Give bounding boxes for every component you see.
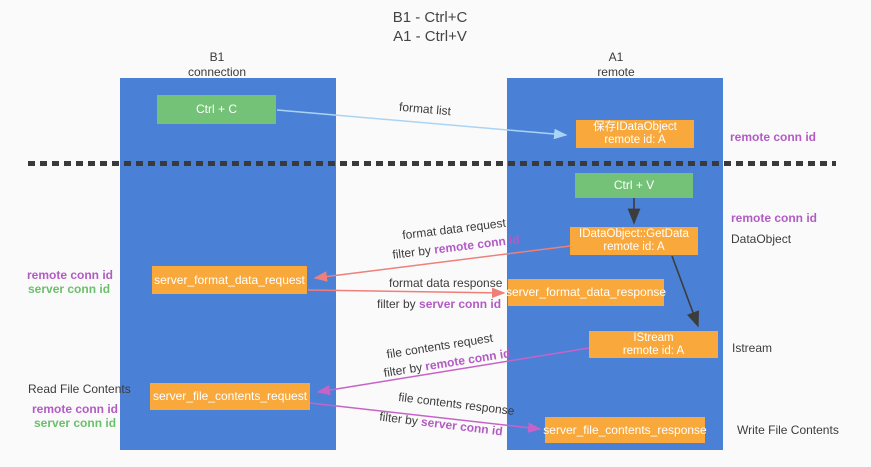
server-file-contents-request-box: server_file_contents_request: [150, 383, 310, 410]
idataobject-getdata-box: IDataObject::GetData remote id: A: [570, 227, 698, 255]
arrow-format-data-response: [307, 287, 506, 299]
server-file-contents-response-label: server_file_contents_response: [543, 422, 707, 437]
filter-by-text-3: filter by: [382, 359, 427, 380]
lane-header-a1: A1 remote: [526, 50, 706, 80]
phase-separator-dashed-line: [28, 161, 836, 166]
server-conn-id-left-2: server conn id: [34, 416, 117, 430]
istream-line2: remote id: A: [622, 344, 685, 357]
dataobject-label: DataObject: [731, 232, 792, 246]
istream-box: IStream remote id: A: [589, 331, 718, 358]
diagram-title: B1 - Ctrl+C A1 - Ctrl+V: [230, 8, 630, 46]
ctrl-v-label: Ctrl + V: [613, 178, 655, 192]
istream-side-label: Istream: [732, 341, 773, 355]
remote-conn-id-left-1: remote conn id: [27, 268, 114, 282]
server-conn-id-filter-2: server conn id: [420, 414, 504, 439]
getdata-line1: IDataObject::GetData: [579, 228, 689, 240]
server-conn-id-left-1: server conn id: [28, 282, 111, 296]
save-idataobject-box: 保存IDataObject remote id: A: [576, 120, 694, 148]
lane-header-b1: B1 connection: [127, 50, 307, 80]
istream-line1: IStream: [633, 331, 674, 344]
remote-conn-id-left-2: remote conn id: [32, 402, 119, 416]
save-idataobject-line1: 保存IDataObject: [593, 121, 677, 133]
diagram-title-line1: B1 - Ctrl+C: [392, 9, 468, 26]
lane-b1-sub: connection: [187, 65, 247, 79]
filter-by-text-1: filter by: [391, 242, 436, 262]
server-file-contents-response-box: server_file_contents_response: [543, 417, 707, 443]
remote-conn-id-right-1: remote conn id: [730, 130, 817, 144]
lane-a1-sub: remote: [597, 65, 635, 79]
ctrl-c-label: Ctrl + C: [195, 102, 237, 116]
filter-by-text-2: filter by: [377, 297, 420, 311]
write-file-contents-label: Write File Contents: [737, 423, 839, 437]
format-data-response-label: format data response: [389, 276, 503, 290]
diagram-title-line2: A1 - Ctrl+V: [393, 28, 467, 45]
server-format-data-response-box: server_format_data_response: [505, 279, 667, 306]
server-format-data-request-label: server_format_data_request: [154, 272, 305, 287]
filter-by-server-1: filter by server conn id: [377, 297, 501, 311]
format-list-label: format list: [398, 99, 452, 119]
ctrl-v-box: Ctrl + V: [575, 173, 693, 198]
server-file-contents-request-label: server_file_contents_request: [152, 389, 308, 403]
getdata-line2: remote id: A: [603, 241, 665, 253]
read-file-contents-label: Read File Contents: [28, 382, 131, 396]
server-format-data-request-box: server_format_data_request: [152, 266, 307, 294]
filter-by-text-4: filter by: [378, 409, 423, 429]
lane-b1-name: B1: [209, 50, 225, 64]
server-format-data-response-label: server_format_data_response: [505, 285, 667, 299]
remote-conn-id-right-2: remote conn id: [731, 211, 818, 225]
lane-a1-name: A1: [608, 50, 624, 64]
ctrl-c-box: Ctrl + C: [157, 95, 276, 124]
server-conn-id-filter-1: server conn id: [419, 297, 502, 311]
save-idataobject-line2: remote id: A: [604, 134, 666, 146]
